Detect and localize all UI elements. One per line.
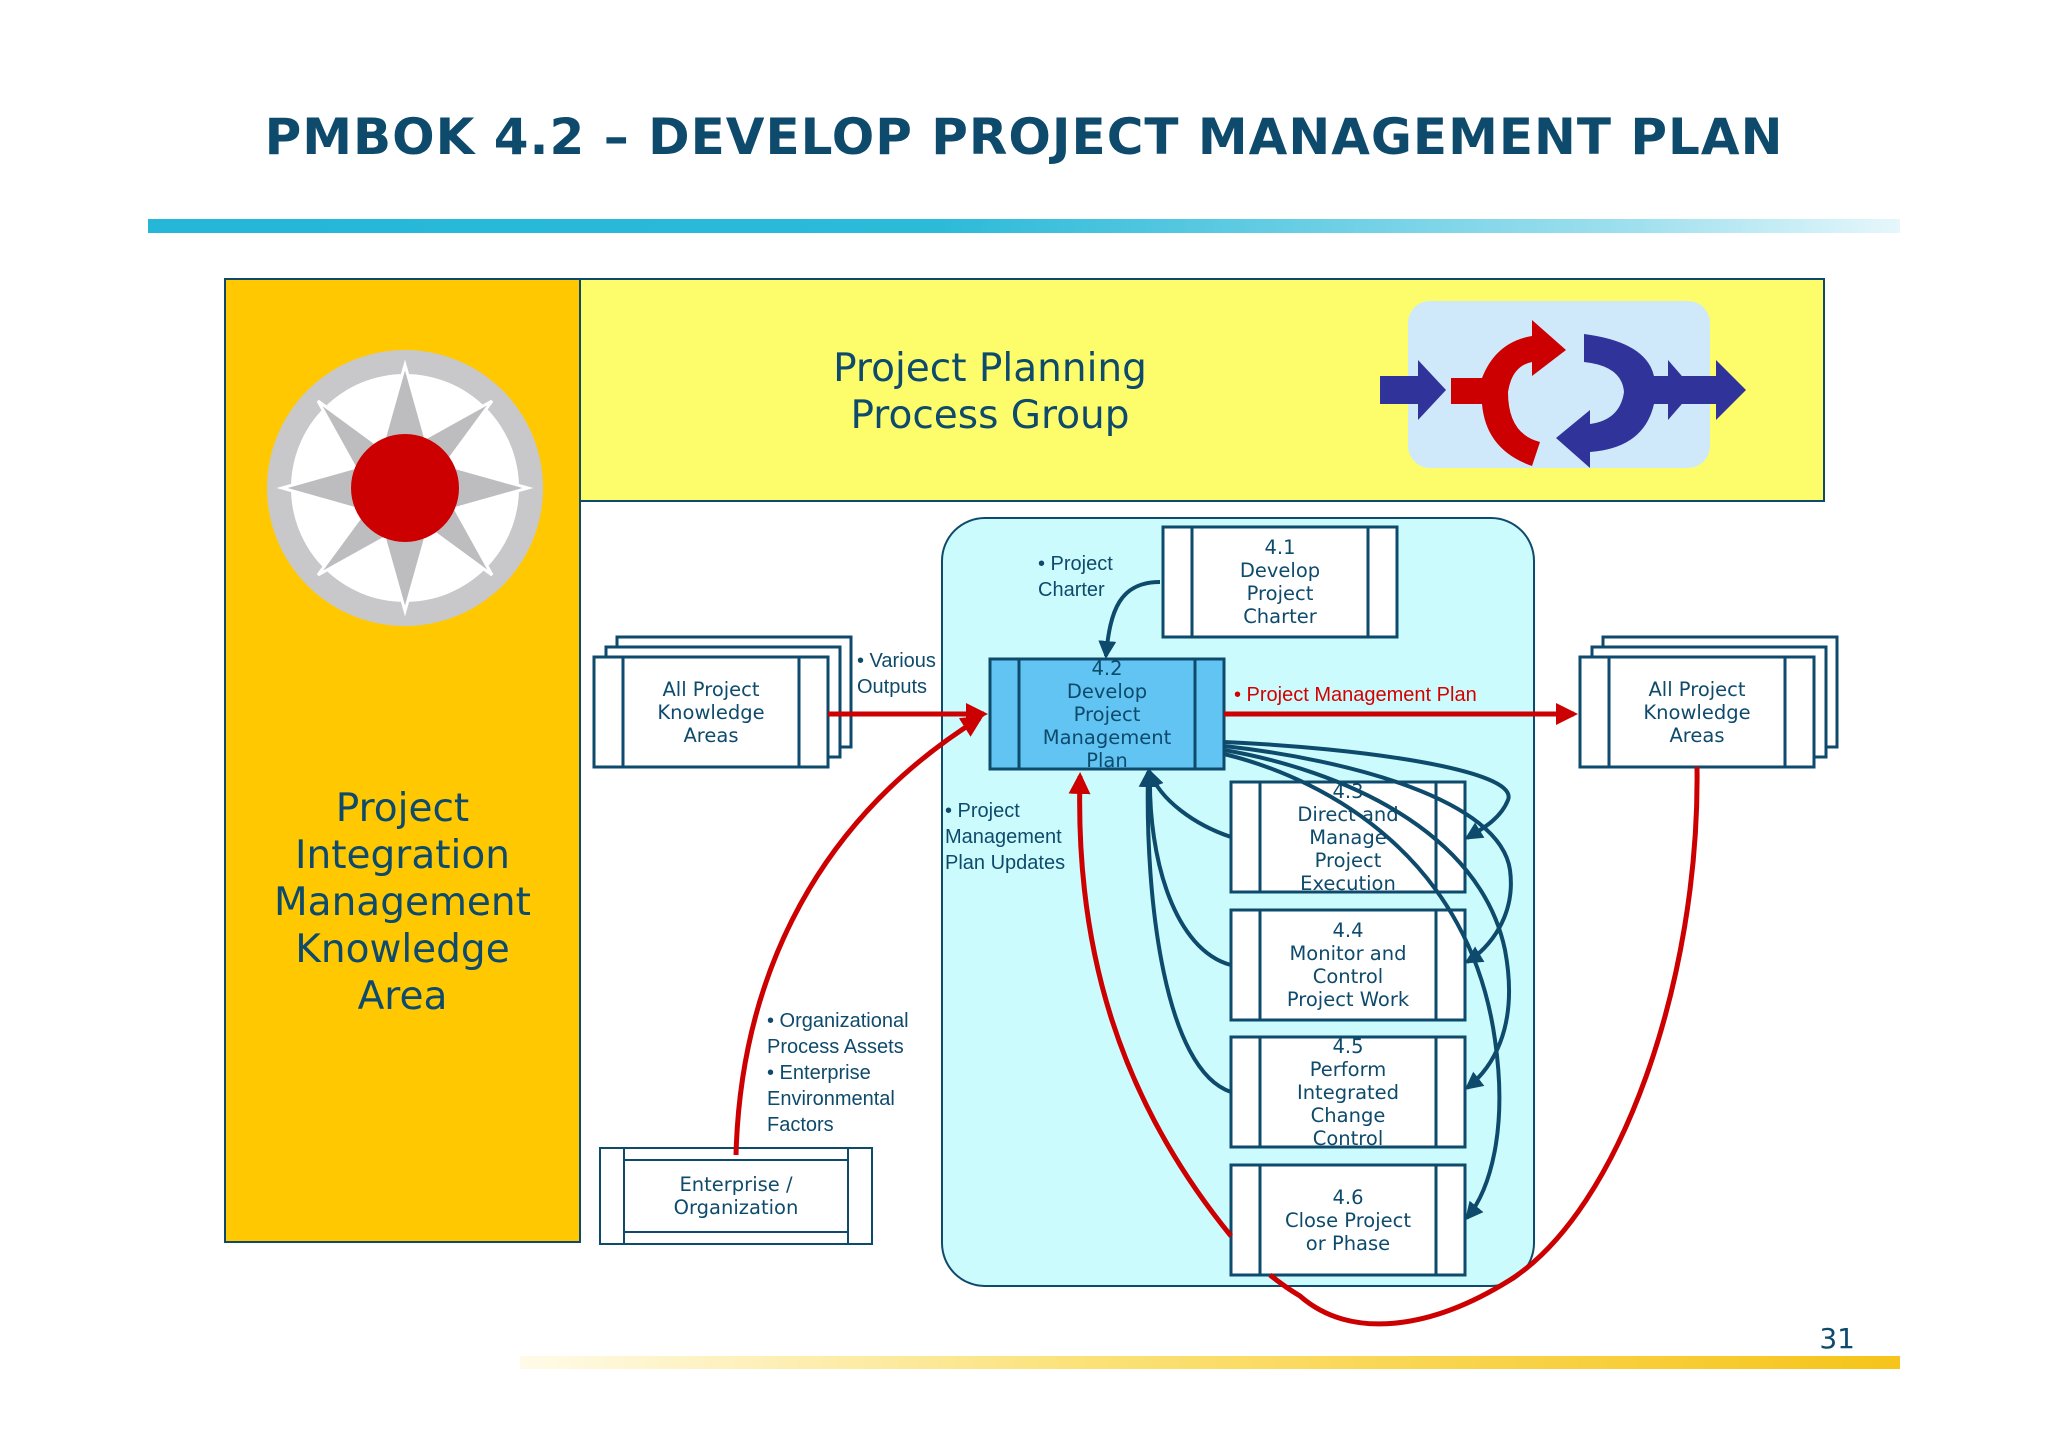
note-plan-updates: • Project Management Plan Updates: [945, 800, 1066, 874]
process-4-1-box: [1161, 525, 1399, 639]
process-4-2-box: [988, 657, 1226, 771]
note-organizational-assets: • Organizational Process Assets • Enterp…: [767, 1010, 909, 1136]
plan-updates-arrows: [1098, 580, 1232, 1094]
plan-distribution-arrows: [1223, 740, 1513, 1221]
knowledge-areas-right-label: All Project Knowledge Areas: [1643, 677, 1751, 747]
process-4-2-label: 4.2 Develop Project Management Plan: [1042, 656, 1172, 772]
knowledge-areas-right-stack: [1578, 635, 1839, 769]
process-4-3-label: 4.3 Direct and Manage Project Execution: [1297, 779, 1399, 895]
page-title: PMBOK 4.2 – DEVELOP PROJECT MANAGEMENT P…: [264, 108, 1784, 166]
compass-logo-icon: [267, 350, 543, 626]
knowledge-area-label: Project Integration Management Knowledge…: [274, 786, 531, 1019]
process-4-3-box: [1229, 780, 1467, 894]
process-4-4-box: [1229, 908, 1467, 1022]
process-4-1-label: 4.1 Develop Project Charter: [1239, 536, 1321, 628]
red-flow-arrows: [733, 703, 1700, 1327]
enterprise-organization-box: [599, 1147, 873, 1245]
process-4-4-label: 4.4 Monitor and Control Project Work: [1286, 919, 1410, 1011]
process-cycle-icon: [1380, 301, 1746, 468]
enterprise-organization-label: Enterprise / Organization: [673, 1173, 799, 1219]
knowledge-areas-left-stack: [592, 635, 853, 769]
note-project-management-plan: • Project Management Plan: [1234, 684, 1477, 706]
title-underline-bar: [148, 219, 1900, 233]
process-4-5-label: 4.5 Perform Integrated Change Control: [1296, 1034, 1400, 1150]
process-area: [941, 517, 1535, 1287]
process-4-5-box: [1229, 1035, 1467, 1149]
note-project-charter: • Project Charter: [1038, 553, 1113, 601]
process-4-6-box: [1229, 1163, 1467, 1277]
process-4-6-label: 4.6 Close Project or Phase: [1284, 1185, 1412, 1255]
process-group-label: Project Planning Process Group: [833, 346, 1147, 438]
footer-bar: [520, 1356, 1900, 1369]
knowledge-areas-left-label: All Project Knowledge Areas: [657, 677, 765, 747]
note-various-outputs: • Various Outputs: [857, 650, 936, 698]
page-number: 31: [1819, 1322, 1855, 1355]
